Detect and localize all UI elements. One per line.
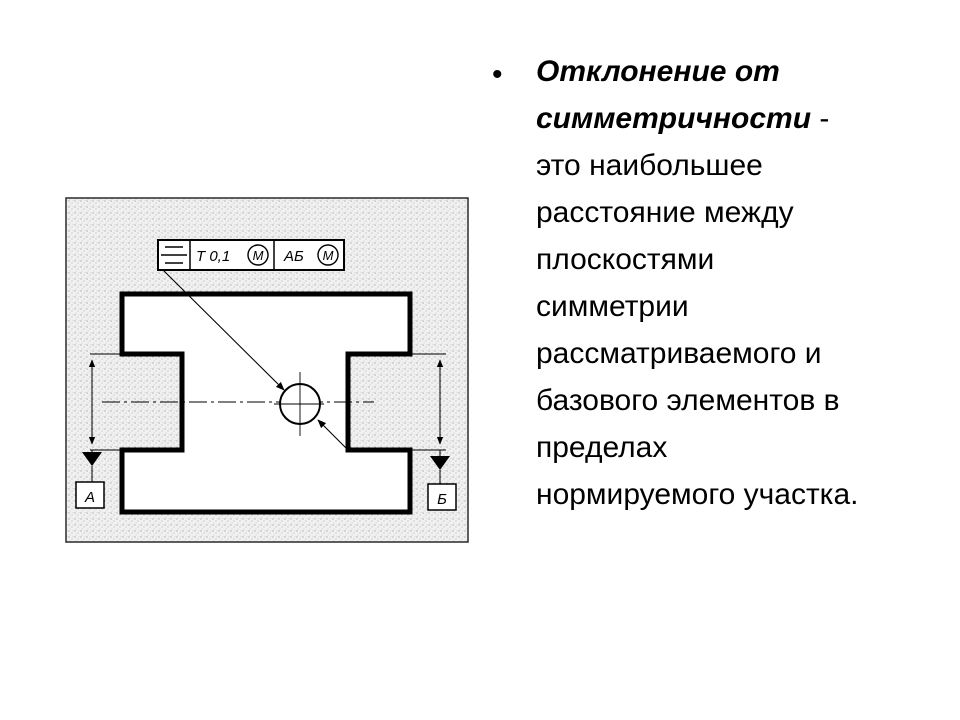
- right-datum-triangle: [430, 456, 450, 470]
- body-line-5: рассматриваемого и: [536, 337, 822, 370]
- symmetry-tolerance-drawing: А Б T 0,1: [62, 194, 472, 546]
- symmetry-symbol-icon: [161, 246, 187, 264]
- body-line-7: пределах: [536, 431, 668, 464]
- datum-reference: АБ: [283, 248, 304, 265]
- datum-modifier-circle: [317, 244, 339, 266]
- datum-b-box: [427, 483, 457, 511]
- term-line-2-wrapper: симметричности -: [536, 95, 936, 142]
- tolerance-modifier: M: [253, 248, 264, 263]
- body-line-8: нормируемого участка.: [536, 478, 859, 511]
- tolerance-modifier-circle: [247, 244, 269, 266]
- body-line-1: это наибольшее: [536, 149, 763, 182]
- bullet-marker: •: [492, 58, 503, 91]
- drawing-svg: А Б T 0,1: [65, 197, 469, 543]
- body-line-2: расстояние между: [536, 196, 794, 229]
- term-line-1: Отклонение от: [536, 55, 780, 88]
- body-line-6: базового элементов в: [536, 384, 840, 417]
- feature-control-frame: T 0,1 M АБ M: [157, 239, 345, 271]
- datum-modifier: M: [323, 248, 334, 263]
- datum-b-label: Б: [437, 491, 447, 508]
- definition-text: Отклонение от симметричности - это наибо…: [536, 48, 936, 518]
- hole-arrow: [317, 419, 349, 451]
- left-datum-triangle: [82, 452, 102, 466]
- body-line-4: симметрии: [536, 290, 689, 323]
- tolerance-value: T 0,1: [196, 248, 230, 265]
- datum-a-box: [75, 481, 105, 509]
- datum-a-label: А: [84, 489, 95, 506]
- body-line-3: плоскостями: [536, 243, 715, 276]
- term-dash: -: [811, 102, 830, 135]
- leader-line: [161, 268, 285, 391]
- term-line-2: симметричности: [536, 102, 812, 135]
- right-slot-area: [348, 354, 438, 450]
